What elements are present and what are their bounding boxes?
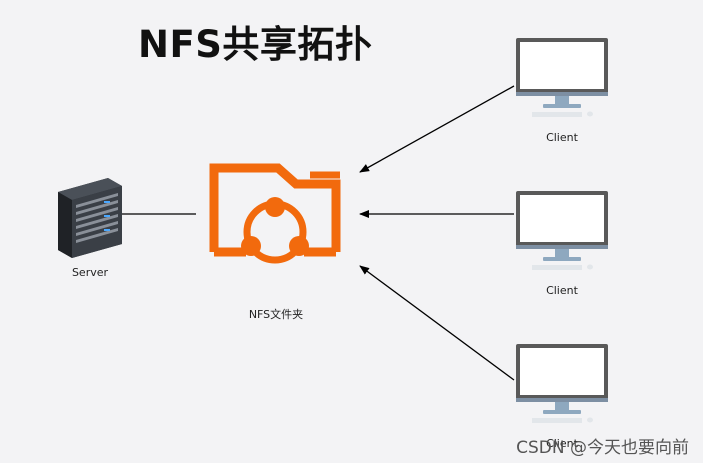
keyboard-icon [532, 112, 582, 117]
client-label-3: Client [546, 437, 578, 450]
monitor-icon [516, 38, 608, 117]
client-label-1: Client [546, 131, 578, 144]
arrow-client-3 [359, 265, 515, 381]
server-label: Server [71, 266, 109, 279]
monitor-icon [516, 344, 608, 423]
watermark: CSDN @今天也要向前 [516, 438, 689, 458]
share-nodes-icon [241, 197, 309, 256]
server-icon [58, 178, 122, 258]
monitor-icon [516, 191, 608, 270]
keyboard-icon [532, 265, 582, 270]
folder-label: NFS文件夹 [248, 308, 304, 321]
keyboard-icon [532, 418, 582, 423]
diagram-title: NFS共享拓扑 [138, 23, 373, 66]
arrow-client-1 [359, 85, 515, 173]
client-label-2: Client [546, 284, 578, 297]
